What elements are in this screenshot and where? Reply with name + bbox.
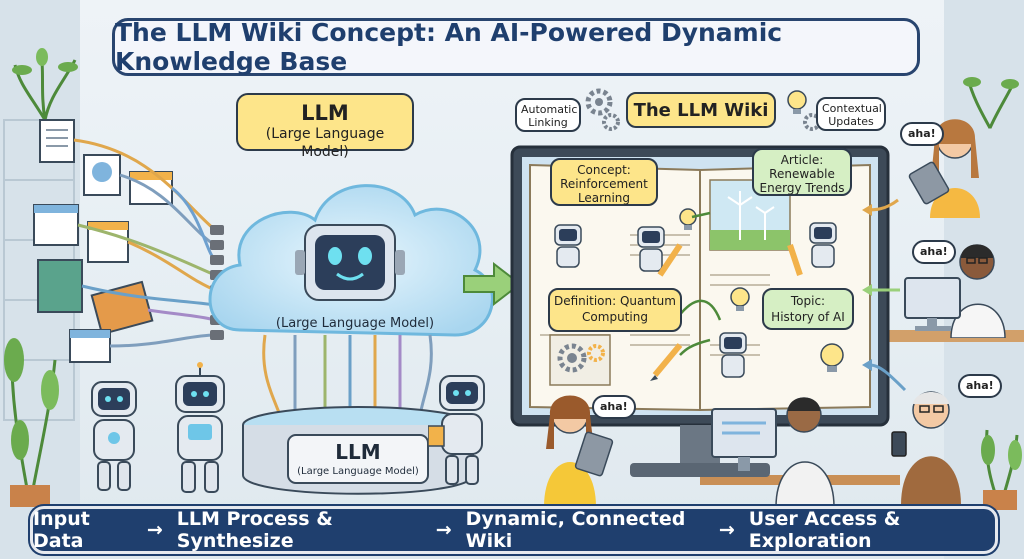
document-icon [39,119,75,163]
robot-icon [428,375,485,485]
llm-bubble: LLM (Large Language Model) [236,93,414,160]
flow-arrow [463,262,522,306]
user-elder-phone [891,391,961,505]
book-icon [37,259,83,313]
lightbulb-icon [787,90,821,131]
user-boy-computer [711,397,835,507]
aha-bubble: aha! [900,122,944,146]
gear-icon [585,88,620,131]
page-title: The LLM Wiki Concept: An AI-Powered Dyna… [112,18,920,76]
arrow-icon: → [435,519,452,541]
plant-icon [4,338,59,507]
document-icon [33,204,79,246]
document-icon [83,154,121,196]
document-icon [69,329,111,363]
gear-icon [557,343,587,373]
footer-step-wiki: Dynamic, Connected Wiki [465,508,686,552]
footer-step-input: Input Data [33,508,90,552]
pencil-icon [650,343,683,381]
robot-icon [295,224,405,301]
plant-icon [981,429,1022,510]
llm-bubble-heading: LLM [301,101,349,125]
user-scientist-computer [904,244,1006,338]
llm-cloud [208,184,494,337]
concept-bubble: Concept: Reinforcement Learning [550,158,658,206]
robot-icon [175,362,225,493]
monitor-icon [711,408,777,471]
wind-turbine-icon [727,191,775,240]
aha-bubble: aha! [958,374,1002,398]
user-arrows [862,198,907,392]
footer-step-process: LLM Process & Synthesize [176,508,333,552]
article-bubble: Article: Renewable Energy Trends [752,148,852,196]
robot-icon [91,381,137,491]
cloud-label: (Large Language Model) [275,316,435,331]
robot-icon [554,224,582,268]
topic-bubble: Topic: History of AI [762,288,854,330]
server-heading: LLM [335,440,381,464]
pencil-icon [657,243,683,277]
process-footer: Input Data → LLM Process & Synthesize → … [30,506,998,554]
phone-icon [891,431,907,457]
footer-step-access: User Access & Exploration [748,508,901,552]
aha-bubble: aha! [912,240,956,264]
robot-icon [809,222,837,268]
wiki-title-bubble: The LLM Wiki [626,92,776,128]
llm-server [242,406,474,495]
tablet-icon [574,431,614,477]
aha-bubble: aha! [592,395,636,419]
arrow-icon: → [146,519,163,541]
lightbulb-icon [820,343,844,372]
llm-bubble-subtitle: (Large Language Model) [265,126,385,160]
plant-icon [963,77,1019,129]
user-girl-tablet [544,395,614,507]
contextual-updates-bubble: Contextual Updates [816,97,886,131]
server-subtitle: (Large Language Model) [297,466,419,477]
pencil-icon [787,244,803,276]
automatic-linking-bubble: Automatic Linking [515,98,581,132]
input-documents [33,119,224,363]
llm-cables [262,334,433,416]
lightbulb-icon [679,208,697,230]
monitor-icon [904,277,961,331]
definition-bubble: Definition: Quantum Computing [548,288,682,332]
plant-icon [12,48,78,121]
robot-icon [719,332,747,378]
robot-icon [637,226,665,272]
gear-icon [587,344,605,362]
arrow-icon: → [718,519,735,541]
lightbulb-icon [730,287,750,311]
